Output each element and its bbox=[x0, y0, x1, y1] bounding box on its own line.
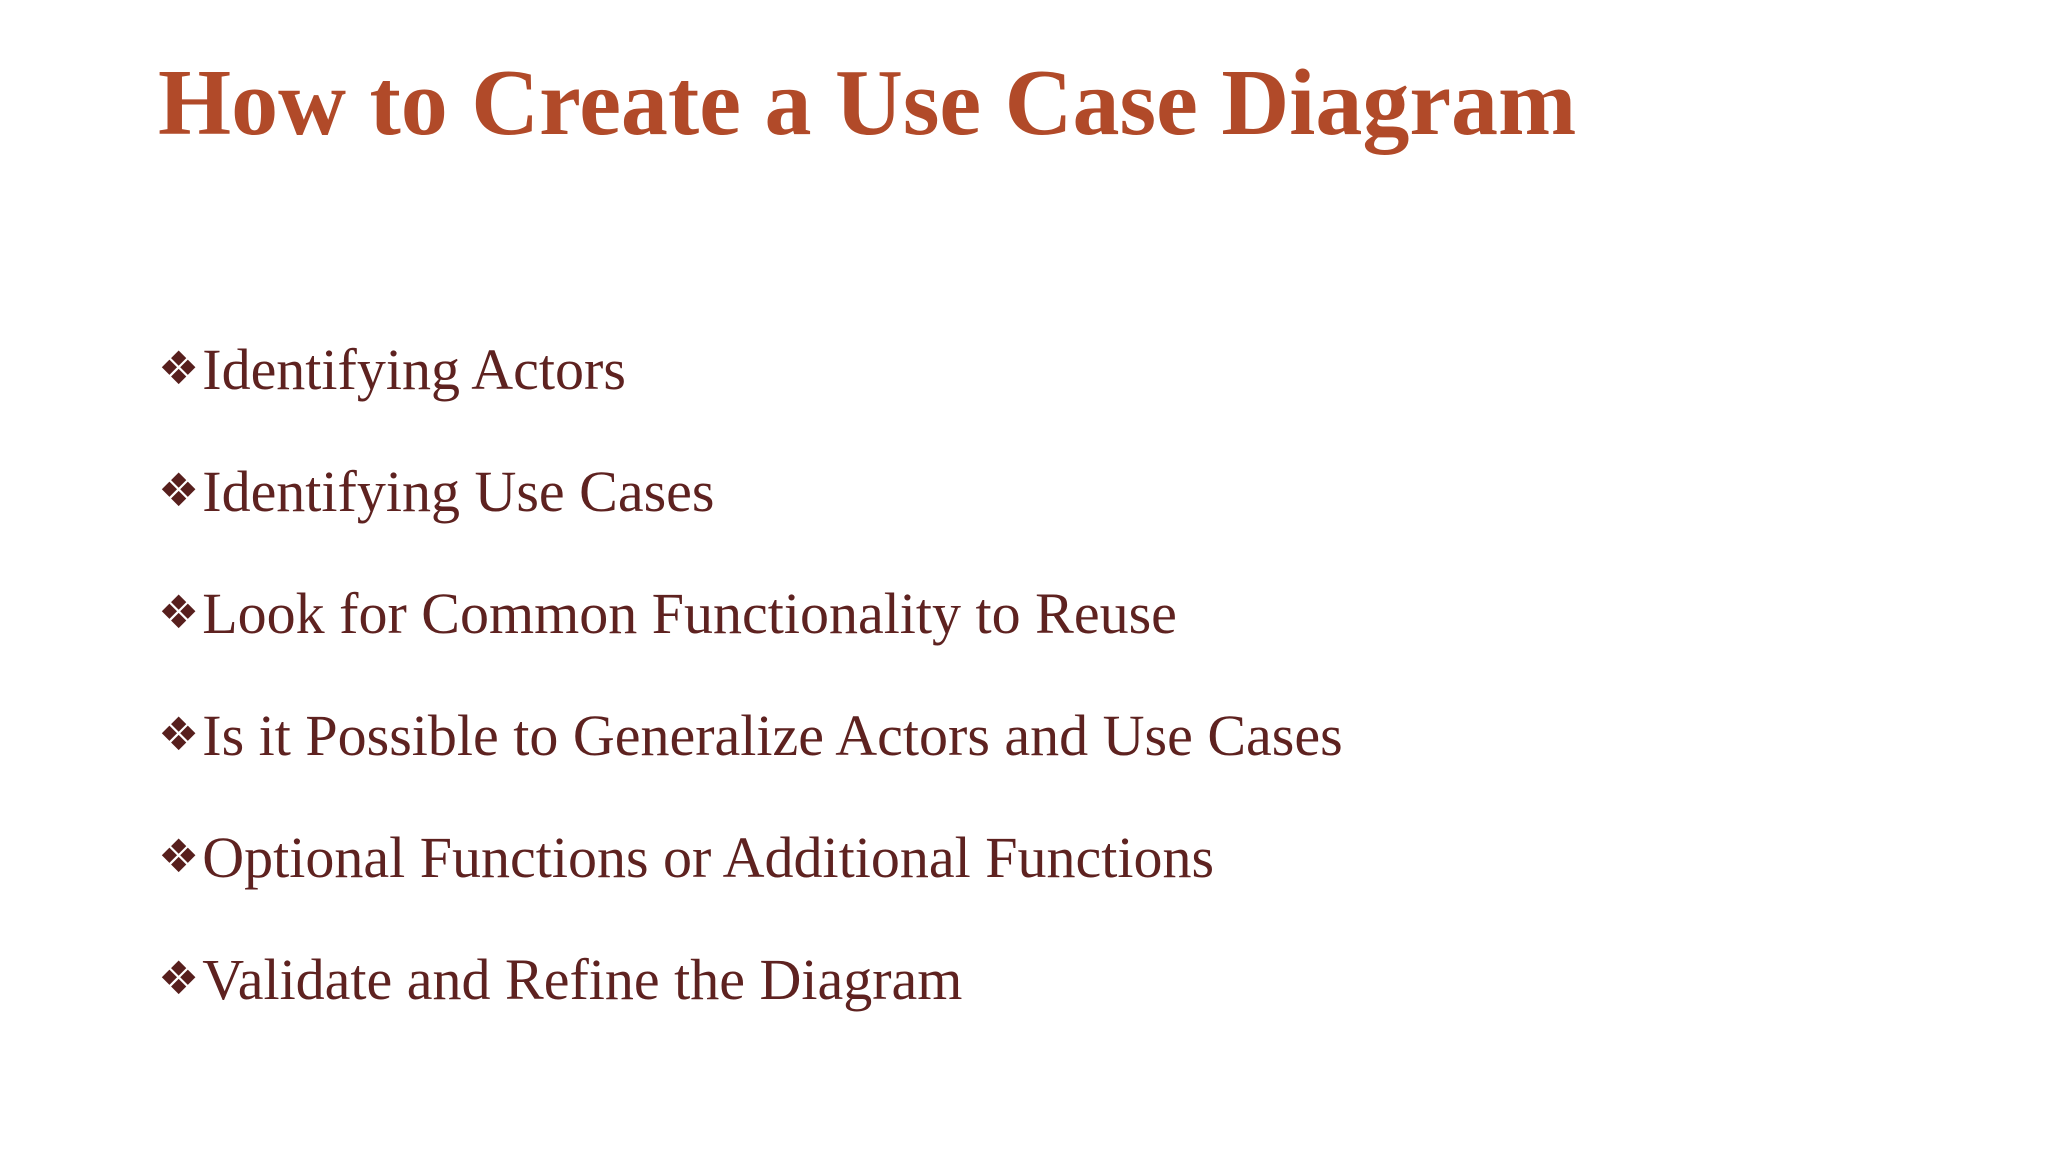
list-item-label: Identifying Use Cases bbox=[202, 459, 715, 525]
diamond-bullet-icon: ❖ bbox=[158, 828, 200, 883]
list-item-label: Optional Functions or Additional Functio… bbox=[202, 825, 1215, 891]
list-item: ❖ Optional Functions or Additional Funct… bbox=[158, 797, 1988, 919]
page-title: How to Create a Use Case Diagram bbox=[158, 51, 1577, 155]
diamond-bullet-icon: ❖ bbox=[158, 584, 200, 639]
diamond-bullet-icon: ❖ bbox=[158, 706, 200, 761]
diamond-bullet-icon: ❖ bbox=[158, 462, 200, 517]
list-item-label: Is it Possible to Generalize Actors and … bbox=[202, 703, 1343, 769]
diamond-bullet-icon: ❖ bbox=[158, 340, 200, 395]
list-item: ❖ Identifying Use Cases bbox=[158, 431, 1988, 553]
list-item-label: Identifying Actors bbox=[202, 337, 626, 403]
list-item-label: Validate and Refine the Diagram bbox=[202, 947, 963, 1013]
list-item: ❖ Look for Common Functionality to Reuse bbox=[158, 553, 1988, 675]
list-item: ❖ Identifying Actors bbox=[158, 309, 1988, 431]
list-item: ❖ Is it Possible to Generalize Actors an… bbox=[158, 675, 1988, 797]
list-item: ❖ Validate and Refine the Diagram bbox=[158, 919, 1988, 1041]
bullet-list: ❖ Identifying Actors ❖ Identifying Use C… bbox=[158, 309, 1988, 1041]
list-item-label: Look for Common Functionality to Reuse bbox=[202, 581, 1177, 647]
diamond-bullet-icon: ❖ bbox=[158, 950, 200, 1005]
